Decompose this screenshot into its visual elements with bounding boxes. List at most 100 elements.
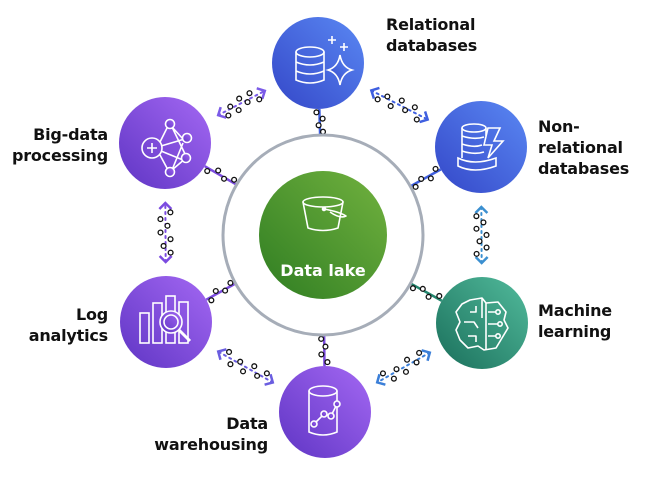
link-node-dot [227,279,234,286]
link-node-dot [208,297,215,304]
link-node-dot [319,128,327,135]
peer-link-relational-databases-to-non-relational-databases [369,86,430,124]
link-node-dot [418,175,425,182]
relational-database-icon [295,36,355,86]
label-non-relational-databases: Non- relational databases [538,116,629,179]
link-node-dot [374,96,381,103]
peer-links [157,86,490,386]
link-node-dot [164,222,171,229]
spoke-link-machine-learning [409,282,443,302]
spoke-link-data-warehousing [318,334,331,367]
link-node-dot [384,93,391,100]
label-line: databases [386,36,478,55]
link-node-dot [427,175,434,182]
link-node-dot [313,109,320,116]
arrowhead-icon [419,111,430,124]
arrowhead-icon [158,201,173,210]
arrowhead-icon [474,256,489,265]
spoke-links [204,108,443,367]
arrowhead-icon [264,373,275,386]
link-node-dot [236,95,243,102]
peer-link-log-analytics-to-big-data-processing [157,201,174,264]
peer-link-big-data-processing-to-relational-databases [216,87,267,119]
link-node-dot [256,96,263,103]
data-lake-circle [259,171,387,299]
label-machine-learning: Machine learning [538,300,612,342]
label-line: processing [11,146,108,165]
arrowhead-icon [158,255,173,264]
link-node-dot [167,209,174,216]
node-big-data-processing[interactable] [119,97,211,189]
label-line: Data [226,414,268,433]
label-line: Log [75,305,108,324]
peer-link-data-warehousing-to-log-analytics [216,348,275,386]
link-node-dot [480,219,487,226]
link-node-dot [413,359,420,366]
link-node-dot [387,103,394,110]
link-node-dot [390,375,397,382]
bucket-icon [302,196,347,232]
link-node-dot [235,107,242,114]
spoke-link-big-data-processing [204,165,238,186]
label-line: Machine [538,301,612,320]
link-node-dot [227,103,234,110]
link-node-dot [167,236,174,243]
spoke-link-relational-databases [313,108,327,136]
link-node-dot [204,168,211,175]
arrowhead-icon [369,86,380,99]
link-node-dot [473,213,480,220]
arrowhead-icon [216,348,227,361]
arrowhead-icon [421,349,432,362]
link-node-dot [473,250,480,257]
link-node-dot [432,165,439,172]
link-node-dot [227,361,234,368]
link-node-dot [425,293,432,300]
link-node-dot [419,285,426,292]
peer-link-non-relational-databases-to-machine-learning [473,205,490,265]
data-lake-label: Data lake [280,261,366,280]
link-node-dot [167,249,174,256]
link-node-dot [226,348,233,355]
arrowhead-icon [216,106,227,119]
arrowhead-icon [256,87,267,100]
spoke-link-non-relational-databases [409,165,442,190]
link-node-dot [436,292,443,299]
link-node-dot [212,287,219,295]
link-node-dot [157,216,164,223]
link-node-dot [322,343,329,350]
link-node-dot [251,363,258,370]
link-node-dot [483,231,490,239]
link-node-dot [404,356,411,363]
link-node-dot [157,229,164,236]
link-node-dot [231,176,238,183]
node-relational-databases[interactable] [272,17,364,109]
big-data-icon [141,118,193,178]
node-machine-learning[interactable] [436,277,528,369]
link-node-dot [318,351,325,358]
log-analytics-icon [139,295,192,344]
link-node-dot [246,90,253,97]
spoke-link-log-analytics [205,279,237,304]
label-big-data-processing: Big-data processing [0,124,108,166]
arrowhead-icon [474,205,489,214]
link-node-dot [319,115,326,122]
link-node-dot [412,183,419,190]
data-warehouse-icon [308,385,341,436]
node-non-relational-databases[interactable] [435,101,527,193]
link-node-dot [237,358,244,365]
label-line: Non- [538,117,580,136]
link-node-dot [215,167,222,174]
link-node-dot [411,104,418,111]
link-node-dot [324,359,331,366]
label-line: Relational [386,15,476,34]
node-log-analytics[interactable] [120,276,212,368]
link-node-dot [398,97,405,104]
link-node-dot [393,366,400,373]
link-node-dot [416,349,423,356]
label-line: databases [538,159,630,178]
link-node-dot [379,370,387,377]
node-data-warehousing[interactable] [279,366,371,458]
brain-circuit-icon [455,297,509,351]
link-node-dot [483,244,490,251]
